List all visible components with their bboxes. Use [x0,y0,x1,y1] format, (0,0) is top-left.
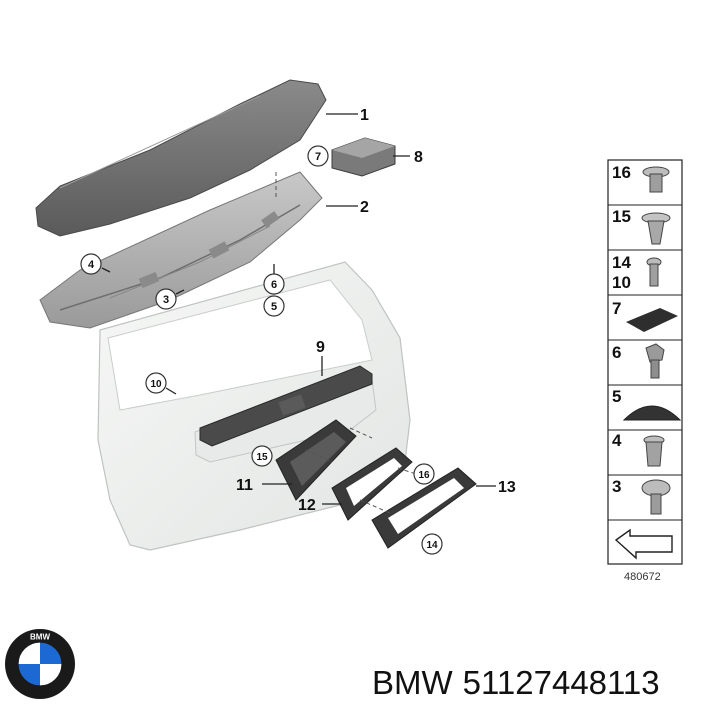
callout-12: 12 [298,497,316,514]
expanding-rivet-icon [641,212,671,245]
callout-14: 14 [426,540,438,551]
direction-arrow-icon [614,528,673,560]
callout-16: 16 [418,470,430,481]
spoiler-carrier [39,171,323,329]
callout-7: 7 [315,151,321,163]
circled-callouts [80,145,443,555]
leader-lines [101,113,496,505]
callout-5: 5 [271,301,277,313]
bmw-logo: BMW [5,629,75,699]
legend-num-4: 4 [612,431,622,450]
hex-screw-icon [645,343,665,379]
callout-2: 2 [360,199,369,216]
parts-legend: 16 15 14 10 7 6 5 [607,159,683,583]
foam-pad-icon [626,308,678,332]
foam-pad [331,137,396,177]
callout-3: 3 [163,294,169,306]
callout-13: 13 [498,479,516,496]
legend-num-10: 10 [612,273,631,292]
license-frame-12 [331,447,413,521]
plug-nut-icon [643,435,665,467]
callout-1: 1 [360,107,369,124]
callout-9: 9 [316,339,325,356]
small-bolt-icon [646,257,662,287]
rubber-cap-icon [622,405,682,421]
legend-num-3: 3 [612,477,621,496]
license-frame-11 [275,419,357,501]
callout-8: 8 [414,149,423,166]
catalog-number: 480672 [624,571,661,583]
callout-15: 15 [256,452,268,463]
part-number: 51127448113 [462,664,660,701]
assembly-lines [275,172,417,515]
legend-num-6: 6 [612,343,621,362]
callout-4: 4 [88,259,95,271]
legend-num-14: 14 [612,253,631,272]
brand-name: BMW [372,664,453,701]
callout-labels: 1 8 2 9 11 12 13 [236,107,516,514]
legend-num-5: 5 [612,387,621,406]
washer-screw-icon [641,479,671,515]
logo-letters: BMW [30,633,50,642]
license-frame-13 [371,467,477,549]
flange-screw-icon [642,166,670,193]
legend-num-16: 16 [612,163,631,182]
callout-6: 6 [271,279,277,291]
circled-callout-labels: 7 4 3 6 5 10 15 16 14 [88,151,438,551]
callout-10: 10 [150,379,162,390]
rear-spoiler [35,79,327,237]
callout-11: 11 [236,477,253,494]
handle-strip [199,365,373,447]
legend-num-7: 7 [612,299,621,318]
legend-num-15: 15 [612,207,631,226]
